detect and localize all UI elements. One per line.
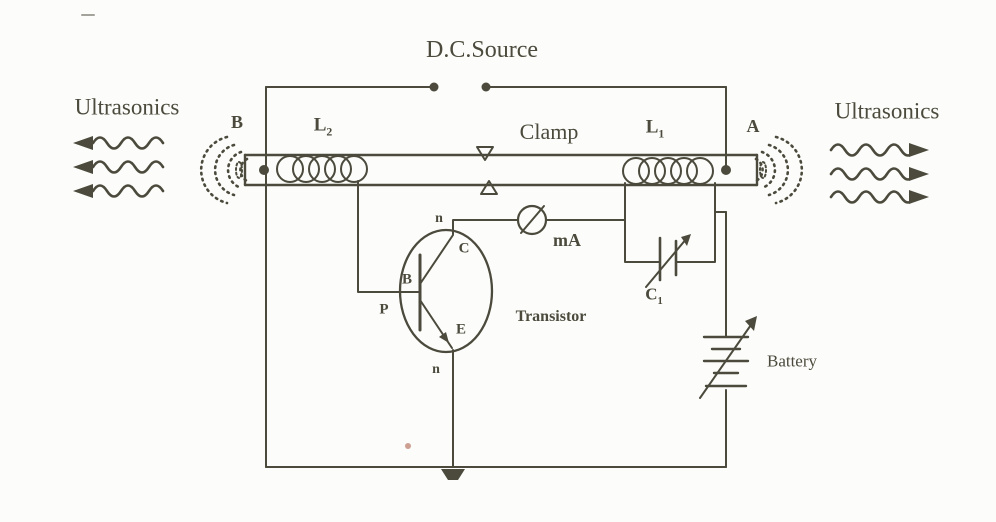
ground-symbol xyxy=(441,469,465,480)
clamp-label: Clamp xyxy=(519,119,579,144)
milliammeter-label: mA xyxy=(553,230,581,250)
n-region-top-label: n xyxy=(435,211,443,226)
collector-label: C xyxy=(458,240,470,257)
ultrasound-waves-left xyxy=(73,136,165,198)
transistor-collector-lead xyxy=(419,234,454,285)
vibration-arcs-right xyxy=(754,135,804,205)
scan-speck xyxy=(405,443,411,449)
ultrasound-waves-right xyxy=(829,143,929,204)
coil-l1-label-base: L xyxy=(645,116,659,138)
rod-end-a-label: A xyxy=(746,116,760,136)
junction-dot-a xyxy=(721,165,731,175)
coil-l1 xyxy=(622,157,714,185)
dc-source-label: D.C.Source xyxy=(426,37,538,63)
base-label: B xyxy=(401,271,413,288)
dc-source-terminal-left xyxy=(429,82,439,92)
milliammeter xyxy=(452,204,626,236)
battery-branch xyxy=(699,211,757,468)
coil-l2 xyxy=(276,155,421,293)
tank-circuit-box xyxy=(624,182,716,288)
ultrasonics-right-label: Ultrasonics xyxy=(834,98,940,124)
p-region-label: P xyxy=(379,301,389,318)
battery-label: Battery xyxy=(766,351,818,371)
coil-l2-label: L2 xyxy=(313,114,333,139)
dc-source-wire xyxy=(265,82,727,92)
junction-dot-b xyxy=(259,165,269,175)
rod-end-b-label: B xyxy=(230,112,244,132)
meter-needle xyxy=(520,205,545,234)
capacitor-c1-label-base: C xyxy=(645,284,658,304)
capacitor-c1-label: C1 xyxy=(645,284,663,307)
n-region-bottom-label: n xyxy=(432,362,440,377)
variable-battery-arrow xyxy=(699,316,757,399)
variable-capacitor-arrow xyxy=(645,234,691,288)
coil-l1-label-sub: 1 xyxy=(658,127,665,141)
coil-l2-label-sub: 2 xyxy=(326,125,333,139)
emitter-label: E xyxy=(455,321,467,338)
capacitor-c1-label-sub: 1 xyxy=(657,295,663,307)
clamp-marks xyxy=(476,146,498,195)
rod-tip-right xyxy=(759,161,767,179)
transistor-label: Transistor xyxy=(515,308,587,325)
coil-l1-label: L1 xyxy=(645,116,665,141)
emitter-arrowhead xyxy=(439,332,449,343)
rod-tip-left xyxy=(235,161,243,179)
vibration-arcs-left xyxy=(199,135,249,205)
ultrasonics-left-label: Ultrasonics xyxy=(74,94,180,120)
transistor-symbol xyxy=(398,228,494,468)
coil-l2-label-base: L xyxy=(313,114,327,136)
transistor-circle xyxy=(398,228,494,354)
